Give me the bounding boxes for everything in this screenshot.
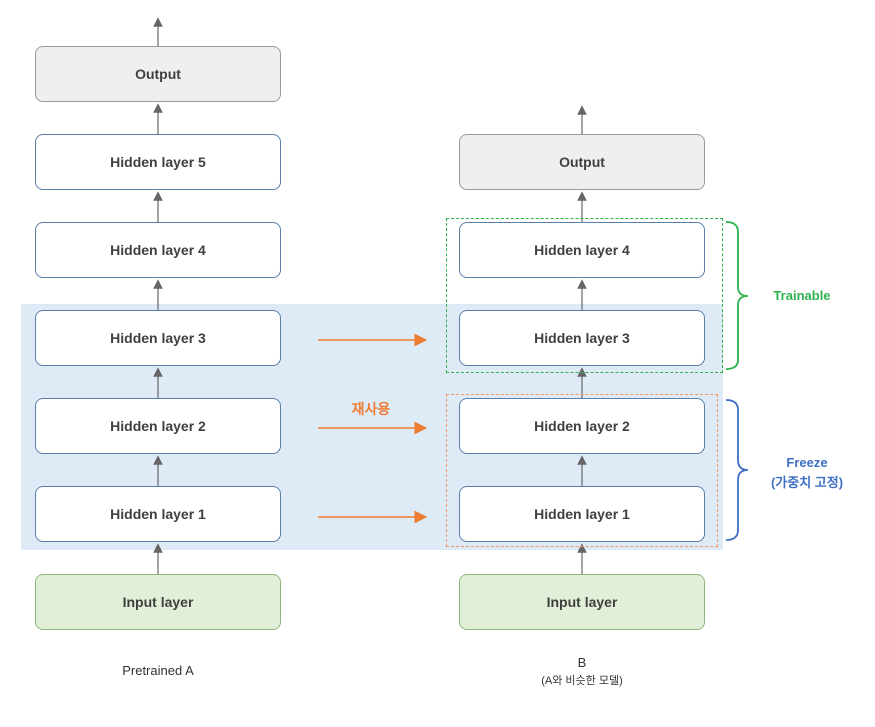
b-hidden1-box: Hidden layer 1 xyxy=(459,486,705,542)
b-input-label: Input layer xyxy=(546,594,618,610)
b-output-box: Output xyxy=(459,134,705,190)
b-caption: B xyxy=(577,655,587,670)
a-hidden4-label: Hidden layer 4 xyxy=(110,242,206,258)
a-hidden5-box: Hidden layer 5 xyxy=(35,134,281,190)
a-hidden1-box: Hidden layer 1 xyxy=(35,486,281,542)
a-hidden2-box: Hidden layer 2 xyxy=(35,398,281,454)
b-input-box: Input layer xyxy=(459,574,705,630)
a-output-label: Output xyxy=(135,66,181,82)
b-hidden3-box: Hidden layer 3 xyxy=(459,310,705,366)
a-hidden3-box: Hidden layer 3 xyxy=(35,310,281,366)
freeze-sublabel: (가중치 고정) xyxy=(770,475,844,490)
a-hidden5-label: Hidden layer 5 xyxy=(110,154,206,170)
a-input-label: Input layer xyxy=(122,594,194,610)
a-caption: Pretrained A xyxy=(122,663,194,678)
b-hidden3-label: Hidden layer 3 xyxy=(534,330,630,346)
b-hidden4-box: Hidden layer 4 xyxy=(459,222,705,278)
trainable-brace xyxy=(725,221,749,370)
b-hidden2-label: Hidden layer 2 xyxy=(534,418,630,434)
trainable-region xyxy=(446,218,723,373)
a-input-box: Input layer xyxy=(35,574,281,630)
b-hidden1-label: Hidden layer 1 xyxy=(534,506,630,522)
a-hidden3-label: Hidden layer 3 xyxy=(110,330,206,346)
trainable-label: Trainable xyxy=(773,288,831,303)
freeze-brace xyxy=(725,399,749,541)
a-output-box: Output xyxy=(35,46,281,102)
reuse-arrows xyxy=(318,333,428,524)
b-subcaption: (A와 비슷한 모델) xyxy=(541,675,623,687)
a-hidden4-box: Hidden layer 4 xyxy=(35,222,281,278)
freeze-region xyxy=(446,394,718,547)
reuse-label: 재사용 xyxy=(351,401,391,417)
a-hidden1-label: Hidden layer 1 xyxy=(110,506,206,522)
freeze-label: Freeze xyxy=(786,455,828,470)
b-hidden2-box: Hidden layer 2 xyxy=(459,398,705,454)
b-output-label: Output xyxy=(559,154,605,170)
a-hidden2-label: Hidden layer 2 xyxy=(110,418,206,434)
b-hidden4-label: Hidden layer 4 xyxy=(534,242,630,258)
